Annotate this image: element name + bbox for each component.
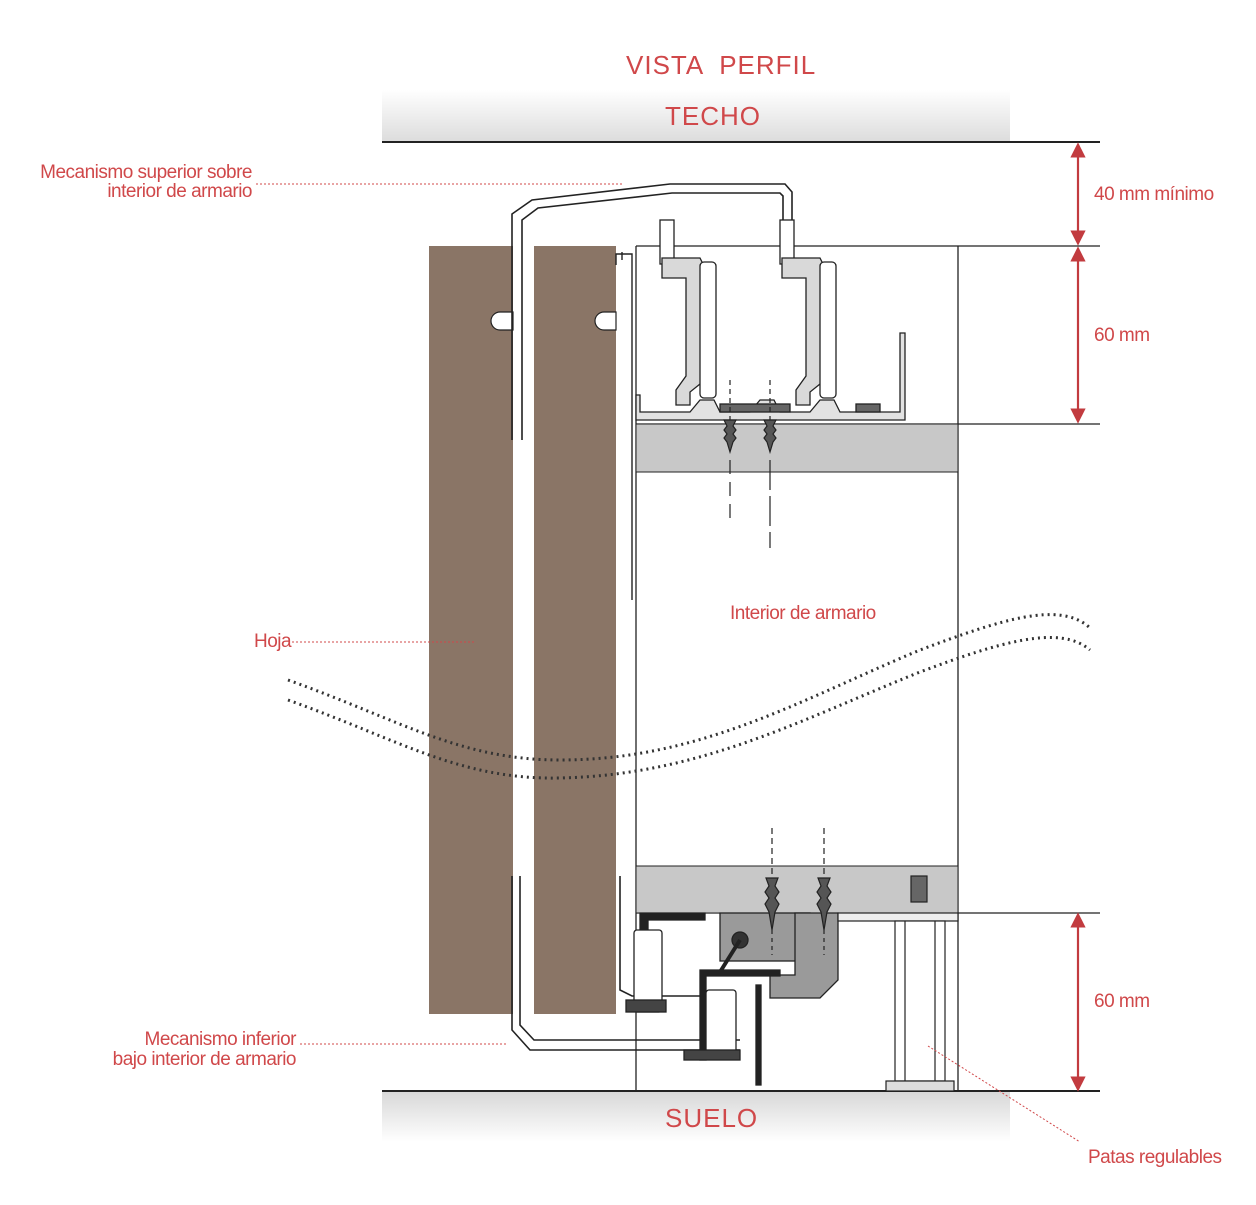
top-screws xyxy=(723,380,777,548)
leader-lines xyxy=(256,183,1081,1143)
door-panel-inner xyxy=(534,246,616,1014)
break-lines xyxy=(287,613,1092,780)
adjustable-leg xyxy=(837,875,959,1092)
floor-label: SUELO xyxy=(665,1103,759,1133)
dimension-lower-track: 60 mm xyxy=(1094,991,1150,1012)
ceiling-label: TECHO xyxy=(665,101,761,131)
upper-mechanism-label-1: Mecanismo superior sobre xyxy=(40,162,252,183)
lower-mechanism-label-1: Mecanismo inferior xyxy=(144,1029,297,1050)
top-bracket xyxy=(511,183,793,440)
door-panel-outer xyxy=(429,246,513,1014)
adjustable-legs-label: Patas regulables xyxy=(1088,1147,1222,1168)
bottom-shelf xyxy=(635,865,959,914)
upper-track xyxy=(635,219,906,421)
bottom-screws xyxy=(764,828,832,955)
dimension-upper-track: 60 mm xyxy=(1094,325,1150,346)
floor-slab xyxy=(382,1092,1010,1142)
ceiling-slab xyxy=(382,90,1010,142)
wardrobe-interior-label: Interior de armario xyxy=(730,603,876,624)
diagram-title: VISTA PERFIL xyxy=(626,50,817,80)
leaf-label: Hoja xyxy=(254,631,292,652)
lower-track xyxy=(625,912,839,1086)
top-shelf xyxy=(635,423,959,473)
lower-mechanism-label-2: bajo interior de armario xyxy=(112,1049,297,1070)
upper-mechanism-label-2: interior de armario xyxy=(107,181,252,202)
dimension-top-gap: 40 mm mínimo xyxy=(1094,184,1214,205)
bottom-bracket xyxy=(511,876,740,1051)
